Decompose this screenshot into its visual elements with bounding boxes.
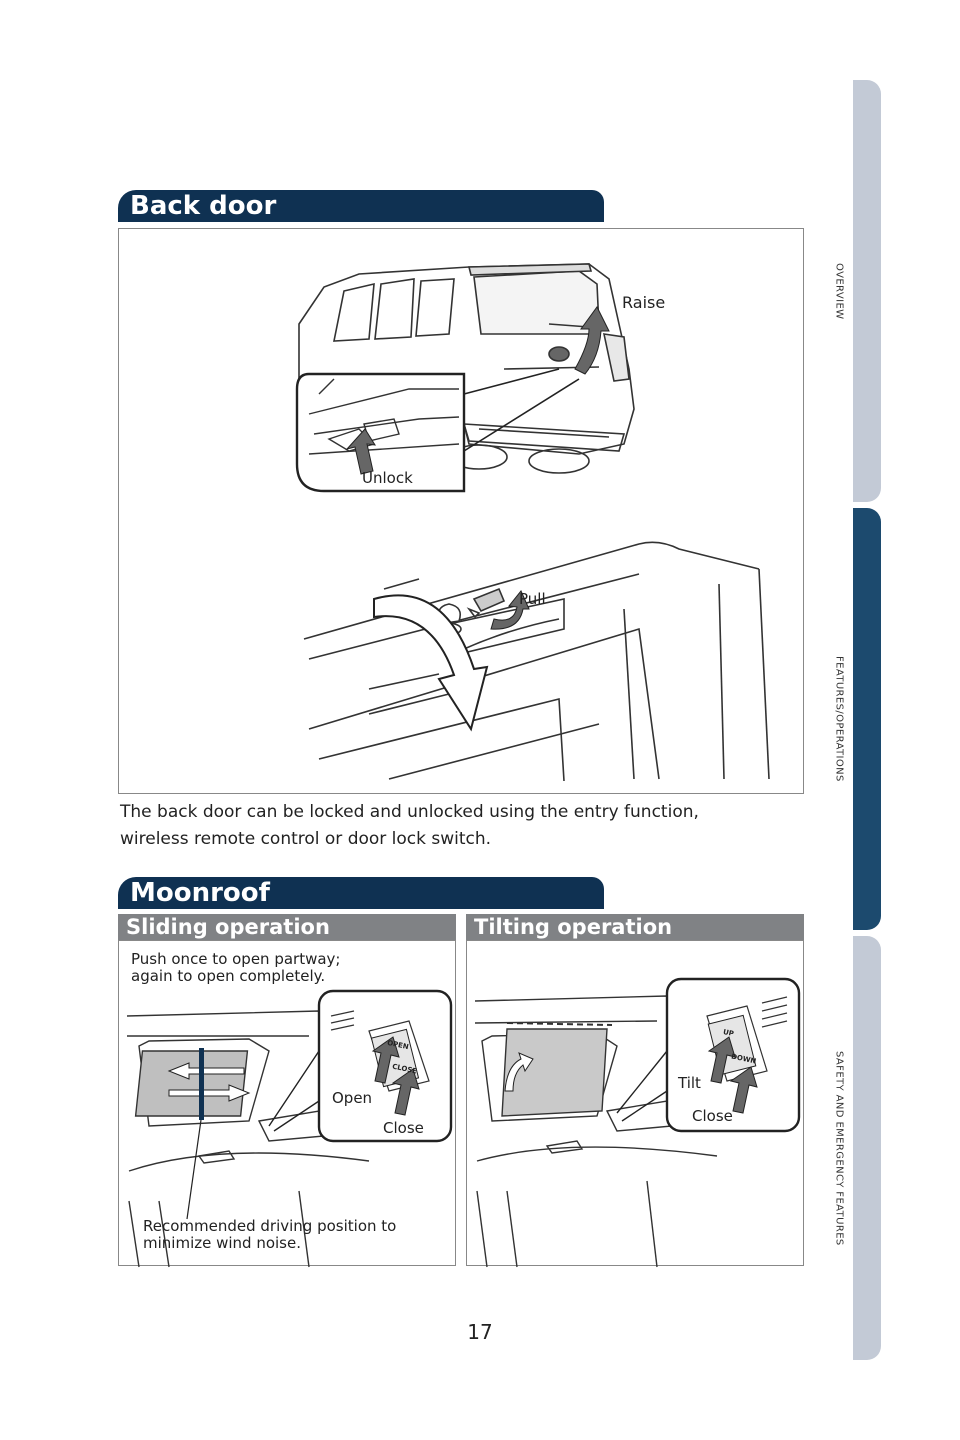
back-door-description: The back door can be locked and unlocked… bbox=[120, 799, 810, 853]
raise-label: Raise bbox=[622, 293, 665, 312]
pull-label: Pull bbox=[519, 590, 546, 608]
sliding-caption-line-1: Recommended driving position to bbox=[143, 1217, 396, 1235]
back-door-illustration-frame: Raise Unlock Pull bbox=[118, 228, 804, 794]
tilt-close-label: Close bbox=[692, 1107, 733, 1125]
close-label: Close bbox=[383, 1119, 424, 1137]
side-tab-features-operations-label: FEATURES/OPERATIONS bbox=[827, 508, 851, 930]
side-tab-overview-label: OVERVIEW bbox=[827, 80, 851, 502]
tilt-label: Tilt bbox=[678, 1074, 701, 1092]
description-line-2: wireless remote control or door lock swi… bbox=[120, 829, 491, 849]
tilting-operation-frame: UP DOWN Tilt Close bbox=[466, 940, 804, 1266]
side-tab-features-operations[interactable] bbox=[853, 508, 881, 930]
side-tab-safety-emergency[interactable] bbox=[853, 936, 881, 1360]
door-handle-illustration bbox=[119, 529, 805, 795]
sliding-operation-frame: Push once to open partway; again to open… bbox=[118, 940, 456, 1266]
tilting-moonroof-illustration bbox=[467, 941, 805, 1267]
sliding-caption: Recommended driving position to minimize… bbox=[143, 1218, 396, 1252]
sliding-operation-heading: Sliding operation bbox=[118, 914, 456, 940]
unlock-label: Unlock bbox=[362, 469, 413, 487]
moonroof-heading: Moonroof bbox=[118, 877, 604, 909]
back-door-heading: Back door bbox=[118, 190, 604, 222]
sliding-caption-line-2: minimize wind noise. bbox=[143, 1234, 301, 1252]
page-number: 17 bbox=[0, 1320, 960, 1344]
side-tab-overview[interactable] bbox=[853, 80, 881, 502]
open-label: Open bbox=[332, 1089, 372, 1107]
side-tab-safety-emergency-label: SAFETY AND EMERGENCY FEATURES bbox=[827, 936, 851, 1360]
vehicle-rear-illustration bbox=[119, 229, 805, 529]
tilting-operation-heading: Tilting operation bbox=[466, 914, 804, 940]
description-line-1: The back door can be locked and unlocked… bbox=[120, 802, 699, 822]
